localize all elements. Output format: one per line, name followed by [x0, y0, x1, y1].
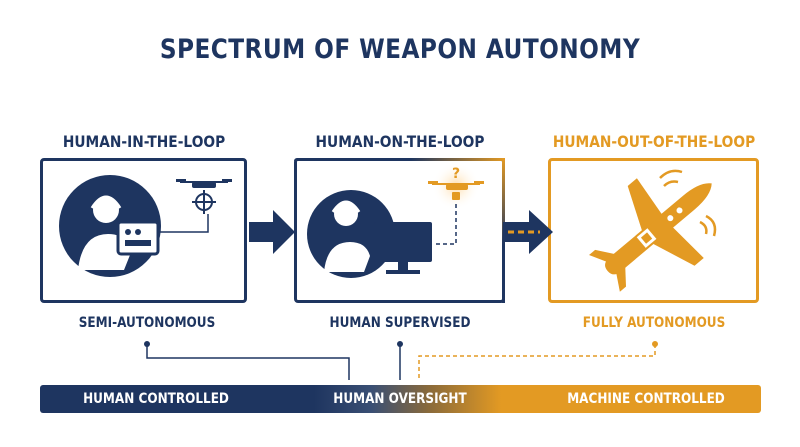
stage-heading-in-loop: HUMAN-IN-THE-LOOP	[62, 132, 226, 151]
drone-target-icon	[160, 179, 232, 233]
connector-lines	[144, 341, 658, 380]
operator-headset-icon	[59, 175, 161, 277]
stage-subtitle-semi-autonomous: SEMI-AUTONOMOUS	[78, 315, 216, 331]
signal-waves-icon	[659, 169, 717, 237]
scale-label-machine-controlled: MACHINE CONTROLLED	[567, 391, 725, 407]
stage-heading-out-of-loop: HUMAN-OUT-OF-THE-LOOP	[552, 132, 756, 151]
monitor-icon	[374, 222, 432, 274]
panel-on-loop-top-edge	[294, 158, 505, 161]
scale-label-human-oversight: HUMAN OVERSIGHT	[333, 391, 467, 407]
drone-question-mark: ?	[452, 166, 460, 182]
page-title: SPECTRUM OF WEAPON AUTONOMY	[159, 34, 641, 65]
autonomous-jet-icon	[589, 178, 712, 292]
stage-heading-on-loop: HUMAN-ON-THE-LOOP	[315, 132, 485, 151]
scale-label-human-controlled: HUMAN CONTROLLED	[83, 391, 229, 407]
stage-subtitle-human-supervised: HUMAN SUPERVISED	[329, 315, 471, 331]
autonomy-scale-bar	[40, 385, 761, 413]
drone-question-icon: ?	[428, 162, 484, 245]
arrow-right-icon	[503, 210, 553, 254]
stage-subtitle-fully-autonomous: FULLY AUTONOMOUS	[582, 315, 726, 331]
operator-monitor-icon	[307, 190, 395, 278]
arrow-right-icon	[249, 210, 295, 254]
